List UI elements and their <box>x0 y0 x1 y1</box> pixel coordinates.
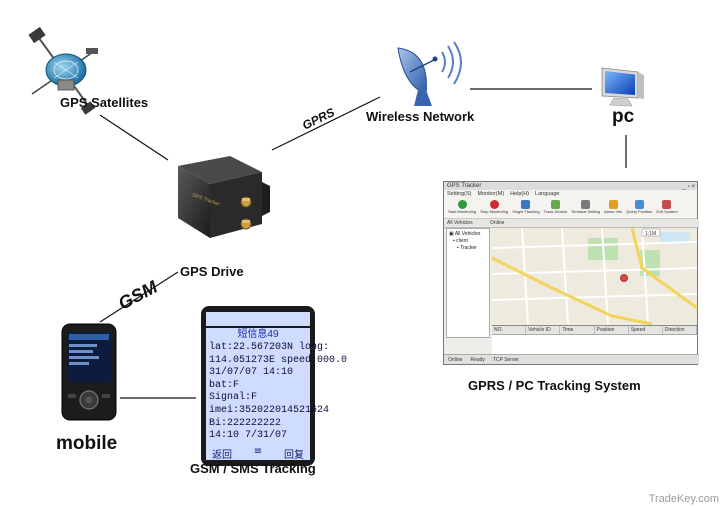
vehicle-grid: NO. Vehicle ID Time Position Speed Direc… <box>492 325 698 354</box>
sms-line: Bi:222222222 <box>209 417 282 429</box>
grid-column-header[interactable]: Vehicle ID <box>526 326 561 334</box>
mobile-phone-icon <box>61 323 117 421</box>
tracking-software-window: GPS Tracker _ ▫ × Setting(S) Monitor(M) … <box>443 181 699 365</box>
status-item: Ready <box>470 357 485 363</box>
gsm-sms-tracking-label: GSM / SMS Tracking <box>190 461 316 476</box>
wireless-network-label: Wireless Network <box>366 109 475 124</box>
sms-message-screen: 短信息49 lat:22.567203N long: 114.051273E s… <box>206 328 348 446</box>
tracking-map[interactable]: 1:1M <box>491 227 698 326</box>
toolbar-button[interactable]: Exit System <box>656 198 678 214</box>
grid-column-header[interactable]: Position <box>595 326 629 334</box>
play-icon <box>457 200 467 209</box>
gprs-pc-tracking-label: GPRS / PC Tracking System <box>468 378 641 393</box>
vehicle-tree: ▣ All Vehicles ▪ client ▪ Tracker <box>446 228 490 338</box>
softkey-back[interactable]: 返回 <box>212 450 232 461</box>
sms-line: lat:22.567203N long: <box>209 342 330 353</box>
vehicle-marker-icon[interactable] <box>620 274 628 282</box>
grid-column-header[interactable]: NO. <box>492 326 527 334</box>
menu-item[interactable]: Setting(S) <box>447 191 472 197</box>
sms-line: 114.051273E speed:000.0 <box>209 354 348 366</box>
grid-column-header[interactable]: Direction <box>663 326 698 334</box>
settings-icon <box>581 200 591 209</box>
watermark: TradeKey.com <box>648 493 719 505</box>
gps-drive-label: GPS Drive <box>180 264 244 279</box>
window-controls[interactable]: _ ▫ × <box>682 184 695 190</box>
status-bar: Online Ready TCP Server <box>444 354 699 364</box>
toolbar-button[interactable]: Single Tracking <box>512 198 540 214</box>
pc-monitor-icon <box>601 67 644 107</box>
gps-tracker-device-icon: GPS Tracker <box>178 156 270 238</box>
grid-column-header[interactable]: Speed <box>629 326 663 334</box>
window-title-bar: GPS Tracker _ ▫ × <box>444 182 697 190</box>
sms-line: 14:10 7/31/07 <box>209 430 288 442</box>
sms-line: Signal:F <box>209 392 258 404</box>
status-bar <box>206 312 310 326</box>
status-item: TCP Server <box>492 357 519 363</box>
alarm-icon <box>608 200 618 209</box>
gps-satellites-label: GPS Satellites <box>60 95 149 110</box>
menu-bar: Setting(S) Monitor(M) Help(H) Language <box>444 190 697 198</box>
link-satellites-drive <box>99 114 169 161</box>
link-drive-mobile <box>99 271 179 323</box>
tree-item[interactable]: ▪ Tracker <box>457 245 477 251</box>
sms-softkeys: 返回 ≡ 回复 <box>206 446 310 461</box>
mobile-label: mobile <box>56 433 118 454</box>
menu-item[interactable]: Language <box>535 191 560 197</box>
toolbar: Start Monitoring Stop Monitoring Single … <box>444 198 697 219</box>
toolbar-button[interactable]: Start Monitoring <box>448 198 476 214</box>
toolbar-button[interactable]: Query Position <box>626 198 652 214</box>
grid-column-header[interactable]: Time <box>560 326 595 334</box>
toolbar-button[interactable]: Terminal Setting <box>571 198 600 214</box>
satellite-icon <box>28 26 98 115</box>
tab-all-vehicles[interactable]: All Vehicles <box>447 220 473 226</box>
sms-line: 31/07/07 14:10 <box>209 367 294 379</box>
link-drive-wireless <box>271 96 381 151</box>
menu-item[interactable]: Monitor(M) <box>477 191 505 197</box>
sms-line: bat:F <box>209 379 240 391</box>
satellite-dish-icon <box>397 41 462 106</box>
tracking-icon <box>521 200 531 209</box>
pc-label: pc <box>612 106 635 127</box>
sms-title: 短信息49 <box>237 329 279 340</box>
menu-item[interactable]: Help(H) <box>510 191 530 197</box>
tree-item[interactable]: ▣ All Vehicles <box>449 231 481 237</box>
exit-icon <box>662 200 672 209</box>
sms-phone-screen: 短信息49 lat:22.567203N long: 114.051273E s… <box>201 306 348 466</box>
toolbar-button[interactable]: Track Search <box>544 198 567 214</box>
sms-line: imei:352022014521624 <box>209 404 330 416</box>
tree-item[interactable]: ▪ client <box>453 238 468 244</box>
tab-online[interactable]: Online <box>489 220 505 226</box>
toolbar-button[interactable]: Stop Monitoring <box>480 198 508 214</box>
window-title: GPS Tracker <box>447 183 482 189</box>
grid-header: NO. Vehicle ID Time Position Speed Direc… <box>492 326 698 335</box>
map-zoom-text: 1:1M <box>645 231 656 237</box>
panel-tabs: All Vehicles Online <box>444 219 699 228</box>
toolbar-button[interactable]: Alarm Info <box>604 198 622 214</box>
softkey-reply[interactable]: 回复 <box>283 450 304 461</box>
stop-icon <box>489 200 499 209</box>
status-item: Online <box>448 357 463 363</box>
softkey-menu[interactable]: ≡ <box>253 446 263 457</box>
query-icon <box>634 200 644 209</box>
search-icon <box>550 200 560 209</box>
